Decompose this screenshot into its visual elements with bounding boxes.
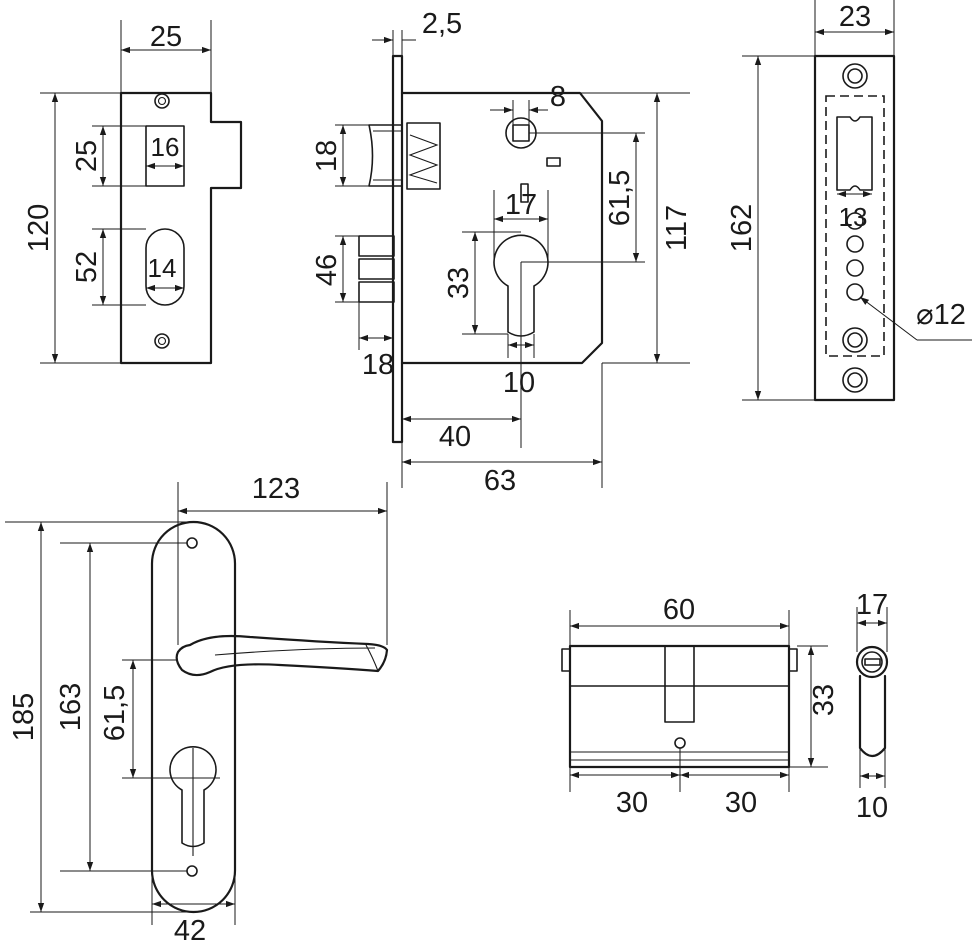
strike-lower-window-height-label: 52 [71,251,103,283]
strike-upper-offset-label: 25 [71,140,103,172]
spindle-size-label: 8 [550,81,566,113]
profile-neck-label: 10 [856,792,888,824]
lock-faceplate [813,54,896,402]
handle-spindle-to-cylinder-label: 61,5 [99,685,131,741]
cylinder-half-right-label: 30 [725,787,757,819]
strike-lower-window-width-label: 14 [148,253,177,283]
lever-length-label: 123 [252,473,300,505]
plate-height-label: 185 [8,693,40,741]
cylinder-height-label: 33 [443,267,475,299]
faceplate-height-label: 162 [726,204,758,252]
latch-height-label: 18 [311,140,343,172]
faceplate-hole-diameter-label: ⌀12 [916,299,966,331]
cylinder-dimensions: 60 33 30 30 17 10 [569,589,888,824]
strike-width-label: 25 [150,21,182,53]
strike-plate [119,91,243,365]
backset-label: 40 [439,421,471,453]
cylinder-profile [855,645,889,758]
cylinder-half-left-label: 30 [616,787,648,819]
faceplate-dimensions: 23 162 13 ⌀12 [726,0,972,401]
screw-spacing-label: 163 [55,683,87,731]
lever-handle [150,520,389,914]
plate-width-label: 42 [174,915,206,944]
strike-upper-window-width-label: 16 [151,132,180,162]
plate-thickness-label: 2,5 [422,8,462,40]
strike-height-label: 120 [23,204,55,252]
deadbolt-height-label: 46 [311,254,343,286]
strike-plate-dimensions: 25 120 25 16 52 14 [23,20,212,364]
case-height-label: 117 [661,205,693,251]
faceplate-width-label: 23 [839,1,871,33]
cylinder-height-side-label: 33 [808,684,840,716]
deadbolt-projection-label: 18 [362,349,394,381]
faceplate-slot-width-label: 13 [839,202,868,232]
cylinder-width-label: 17 [505,189,537,221]
spindle-to-cylinder-label: 61,5 [604,170,636,226]
mortise-lock-body [358,54,604,444]
case-depth-label: 63 [484,465,516,497]
cylinder-slot-label: 10 [503,367,535,399]
handle-dimensions: 123 185 163 61,5 42 [5,473,388,944]
cylinder-length-label: 60 [663,594,695,626]
profile-width-label: 17 [856,589,888,621]
lock-body-dimensions: 2,5 18 46 18 8 17 33 10 61,5 [311,8,693,497]
